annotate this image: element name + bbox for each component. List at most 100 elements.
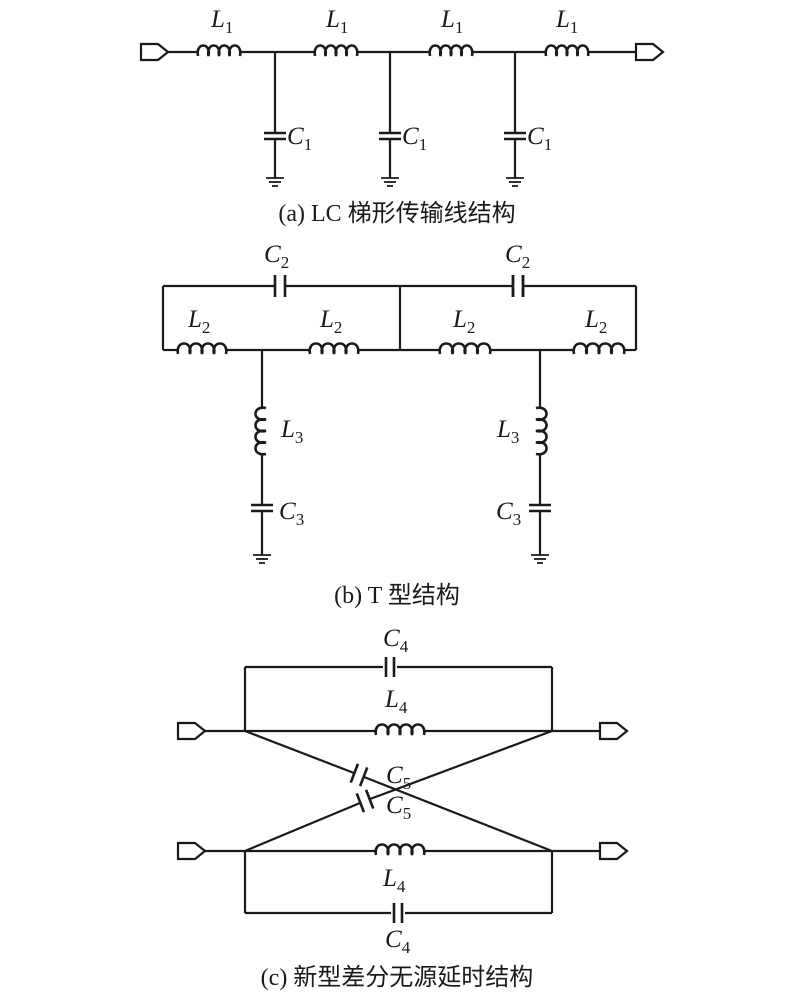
label-C3-left: C3 bbox=[279, 498, 304, 529]
capacitor-C4-top bbox=[384, 657, 396, 677]
ground-a-2 bbox=[381, 177, 399, 187]
ground-b-left bbox=[253, 554, 271, 564]
label-L2-2-symbol: L bbox=[319, 306, 334, 333]
label-L4-bottom-symbol: L bbox=[382, 865, 397, 892]
label-C5-lower-subscript: 5 bbox=[403, 804, 412, 823]
label-L2-3-symbol: L bbox=[452, 306, 467, 333]
label-L3-left: L3 bbox=[280, 416, 303, 447]
label-C4-top-symbol: C bbox=[383, 625, 400, 652]
wires-c bbox=[205, 665, 600, 915]
label-C2-right-symbol: C bbox=[505, 241, 522, 268]
label-L2-3-subscript: 2 bbox=[467, 318, 476, 337]
capacitor-C3-right bbox=[529, 503, 551, 513]
label-L1-4-symbol: L bbox=[555, 6, 570, 33]
capacitor-C2-right-plates bbox=[511, 275, 525, 297]
inductor-L4-bottom bbox=[374, 843, 426, 856]
capacitor-C1-2 bbox=[379, 131, 401, 141]
label-L1-3-subscript: 1 bbox=[455, 18, 464, 37]
label-C4-bottom-subscript: 4 bbox=[402, 938, 411, 957]
output-port-bottom bbox=[598, 841, 629, 861]
label-L2-4-subscript: 2 bbox=[599, 318, 608, 337]
label-C4-top-subscript: 4 bbox=[400, 637, 409, 656]
label-C1-2: C1 bbox=[402, 123, 427, 154]
output-port-top bbox=[598, 721, 629, 741]
label-C5-upper: C5 bbox=[386, 762, 411, 793]
inductor-L3-left bbox=[254, 406, 267, 456]
label-C3-right: C3 bbox=[496, 498, 521, 529]
label-L2-4-symbol: L bbox=[584, 306, 599, 333]
label-L1-3-symbol: L bbox=[440, 6, 455, 33]
label-L3-right-symbol: L bbox=[496, 416, 511, 443]
label-C4-bottom-symbol: C bbox=[385, 926, 402, 953]
label-L1-2-subscript: 1 bbox=[340, 18, 349, 37]
label-L2-1: L2 bbox=[187, 306, 210, 337]
inductor-L3-right bbox=[535, 406, 548, 456]
label-L1-4-subscript: 1 bbox=[570, 18, 579, 37]
capacitor-C1-1 bbox=[264, 131, 286, 141]
capacitor-C5-upper bbox=[349, 763, 369, 787]
inductor-L1-4 bbox=[544, 44, 590, 57]
input-port-bottom bbox=[176, 841, 207, 861]
label-C1-1-subscript: 1 bbox=[304, 135, 313, 154]
label-L4-bottom: L4 bbox=[382, 865, 406, 896]
capacitor-C1-3 bbox=[504, 131, 526, 141]
label-C5-lower: C5 bbox=[386, 792, 411, 823]
wires-a bbox=[167, 50, 636, 178]
label-L1-4: L1 bbox=[555, 6, 578, 37]
components bbox=[139, 42, 665, 923]
label-L1-2: L1 bbox=[325, 6, 348, 37]
label-C1-1-symbol: C bbox=[287, 123, 304, 150]
input-port-top bbox=[176, 721, 207, 741]
lc-ladder-diagram bbox=[167, 50, 636, 178]
label-C1-3-subscript: 1 bbox=[544, 135, 553, 154]
label-L1-1-symbol: L bbox=[210, 6, 225, 33]
label-C3-right-symbol: C bbox=[496, 498, 513, 525]
label-C1-1: C1 bbox=[287, 123, 312, 154]
label-C2-right: C2 bbox=[505, 241, 530, 272]
label-C2-left-symbol: C bbox=[264, 241, 281, 268]
input-port-a bbox=[139, 42, 170, 62]
inductor-L4-top bbox=[374, 723, 426, 736]
label-L1-2-symbol: L bbox=[325, 6, 340, 33]
label-L3-right: L3 bbox=[496, 416, 519, 447]
caption-c: (c) 新型差分无源延时结构 bbox=[261, 964, 534, 991]
label-L2-2-subscript: 2 bbox=[334, 318, 343, 337]
label-L2-3: L2 bbox=[452, 306, 475, 337]
inductor-L1-2 bbox=[313, 44, 359, 57]
label-L2-2: L2 bbox=[319, 306, 342, 337]
label-C3-left-symbol: C bbox=[279, 498, 296, 525]
output-port-a bbox=[634, 42, 665, 62]
label-L1-1-subscript: 1 bbox=[225, 18, 234, 37]
inductor-L2-3 bbox=[438, 342, 492, 355]
label-L2-4: L2 bbox=[584, 306, 607, 337]
capacitor-C2-left bbox=[273, 275, 287, 297]
capacitor-C4-bottom bbox=[392, 903, 404, 923]
label-C4-top: C4 bbox=[383, 625, 409, 656]
inductor-L2-1 bbox=[176, 342, 228, 355]
label-C3-right-subscript: 3 bbox=[513, 510, 522, 529]
ground-a-3 bbox=[506, 177, 524, 187]
label-L2-1-symbol: L bbox=[187, 306, 202, 333]
label-L3-left-symbol: L bbox=[280, 416, 295, 443]
label-C1-2-symbol: C bbox=[402, 123, 419, 150]
label-C3-left-subscript: 3 bbox=[296, 510, 305, 529]
inductor-L2-4 bbox=[572, 342, 626, 355]
caption-a: (a) LC 梯形传输线结构 bbox=[278, 200, 515, 227]
inductor-L1-3 bbox=[428, 44, 474, 57]
label-C5-upper-symbol: C bbox=[386, 762, 403, 789]
label-L4-top-subscript: 4 bbox=[399, 698, 408, 717]
label-L4-top: L4 bbox=[384, 686, 408, 717]
label-C5-lower-symbol: C bbox=[386, 792, 403, 819]
ground-a-1 bbox=[266, 177, 284, 187]
label-C2-left: C2 bbox=[264, 241, 289, 272]
label-C4-bottom: C4 bbox=[385, 926, 411, 957]
capacitor-C3-left bbox=[251, 503, 273, 513]
inductor-L1-1 bbox=[196, 44, 242, 57]
label-L1-3: L1 bbox=[440, 6, 463, 37]
label-L3-right-subscript: 3 bbox=[511, 428, 520, 447]
label-C1-3-symbol: C bbox=[527, 123, 544, 150]
label-C5-upper-subscript: 5 bbox=[403, 774, 412, 793]
inductor-L2-2 bbox=[308, 342, 360, 355]
